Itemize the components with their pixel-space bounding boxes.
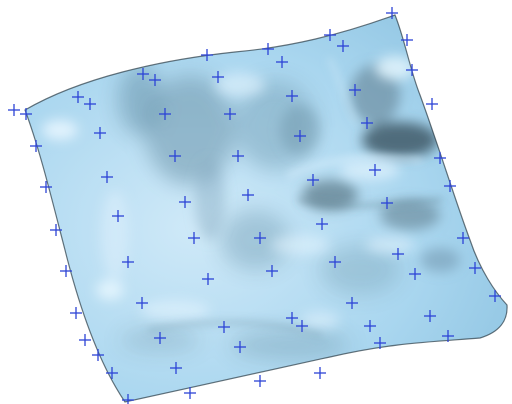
plus-marker-icon [179, 196, 191, 208]
plus-marker-icon [40, 181, 52, 193]
plus-marker-icon [94, 127, 106, 139]
plus-marker-icon [112, 210, 124, 222]
plus-marker-icon [188, 232, 200, 244]
plus-marker-icon [122, 256, 134, 268]
plus-marker-icon [50, 224, 62, 236]
plus-marker-icon [70, 307, 82, 319]
plus-marker-icon [346, 297, 358, 309]
plus-marker-icon [159, 108, 171, 120]
plus-marker-icon [314, 367, 326, 379]
plus-marker-icon [386, 7, 398, 19]
plus-marker-icon [122, 394, 134, 404]
plus-marker-icon [276, 56, 288, 68]
plus-marker-icon [30, 140, 42, 152]
plus-marker-icon [92, 349, 104, 361]
plus-marker-icon [349, 84, 361, 96]
plus-marker-icon [307, 174, 319, 186]
surface-body [24, 14, 508, 403]
plus-marker-icon [137, 68, 149, 80]
plus-marker-icon [434, 152, 446, 164]
plus-marker-icon [136, 297, 148, 309]
plus-marker-icon [316, 218, 328, 230]
plus-marker-icon [234, 341, 246, 353]
plus-marker-icon [254, 375, 266, 387]
plus-marker-icon [392, 248, 404, 260]
plus-marker-icon [72, 91, 84, 103]
plus-marker-icon [170, 362, 182, 374]
plus-marker-icon [232, 150, 244, 162]
plus-marker-icon [364, 320, 376, 332]
plus-marker-icon [329, 256, 341, 268]
plus-marker-icon [286, 90, 298, 102]
plus-marker-icon [212, 71, 224, 83]
plus-marker-icon [442, 330, 454, 342]
plus-marker-icon [60, 265, 72, 277]
plus-marker-icon [101, 171, 113, 183]
plus-marker-icon [218, 321, 230, 333]
plus-marker-icon [426, 98, 438, 110]
plus-marker-icon [184, 387, 196, 399]
plus-marker-icon [361, 117, 373, 129]
plus-marker-icon [294, 130, 306, 142]
plus-marker-icon [401, 34, 413, 46]
plus-marker-icon [409, 268, 421, 280]
plus-marker-icon [20, 108, 32, 120]
plus-marker-icon [154, 332, 166, 344]
plus-marker-icon [324, 29, 336, 41]
plus-marker-icon [79, 334, 91, 346]
plus-marker-icon [296, 320, 308, 332]
plus-marker-icon [202, 273, 214, 285]
plus-marker-icon [149, 74, 161, 86]
control-points [8, 7, 501, 404]
plus-marker-icon [469, 262, 481, 274]
plus-marker-icon [254, 232, 266, 244]
plus-marker-icon [242, 189, 254, 201]
plus-marker-icon [369, 164, 381, 176]
plus-marker-icon [374, 337, 386, 349]
plus-marker-icon [381, 197, 393, 209]
plus-marker-icon [337, 40, 349, 52]
plus-marker-icon [457, 232, 469, 244]
plus-marker-icon [8, 104, 20, 116]
plus-marker-icon [286, 312, 298, 324]
plus-marker-icon [489, 290, 501, 302]
plus-marker-icon [169, 150, 181, 162]
plus-marker-icon [266, 265, 278, 277]
plus-marker-icon [444, 180, 456, 192]
plus-marker-icon [106, 367, 118, 379]
plus-marker-icon [201, 49, 213, 61]
plus-marker-icon [424, 310, 436, 322]
plus-marker-icon [406, 64, 418, 76]
plus-marker-icon [262, 43, 274, 55]
plus-marker-icon [84, 98, 96, 110]
plus-marker-icon [224, 108, 236, 120]
